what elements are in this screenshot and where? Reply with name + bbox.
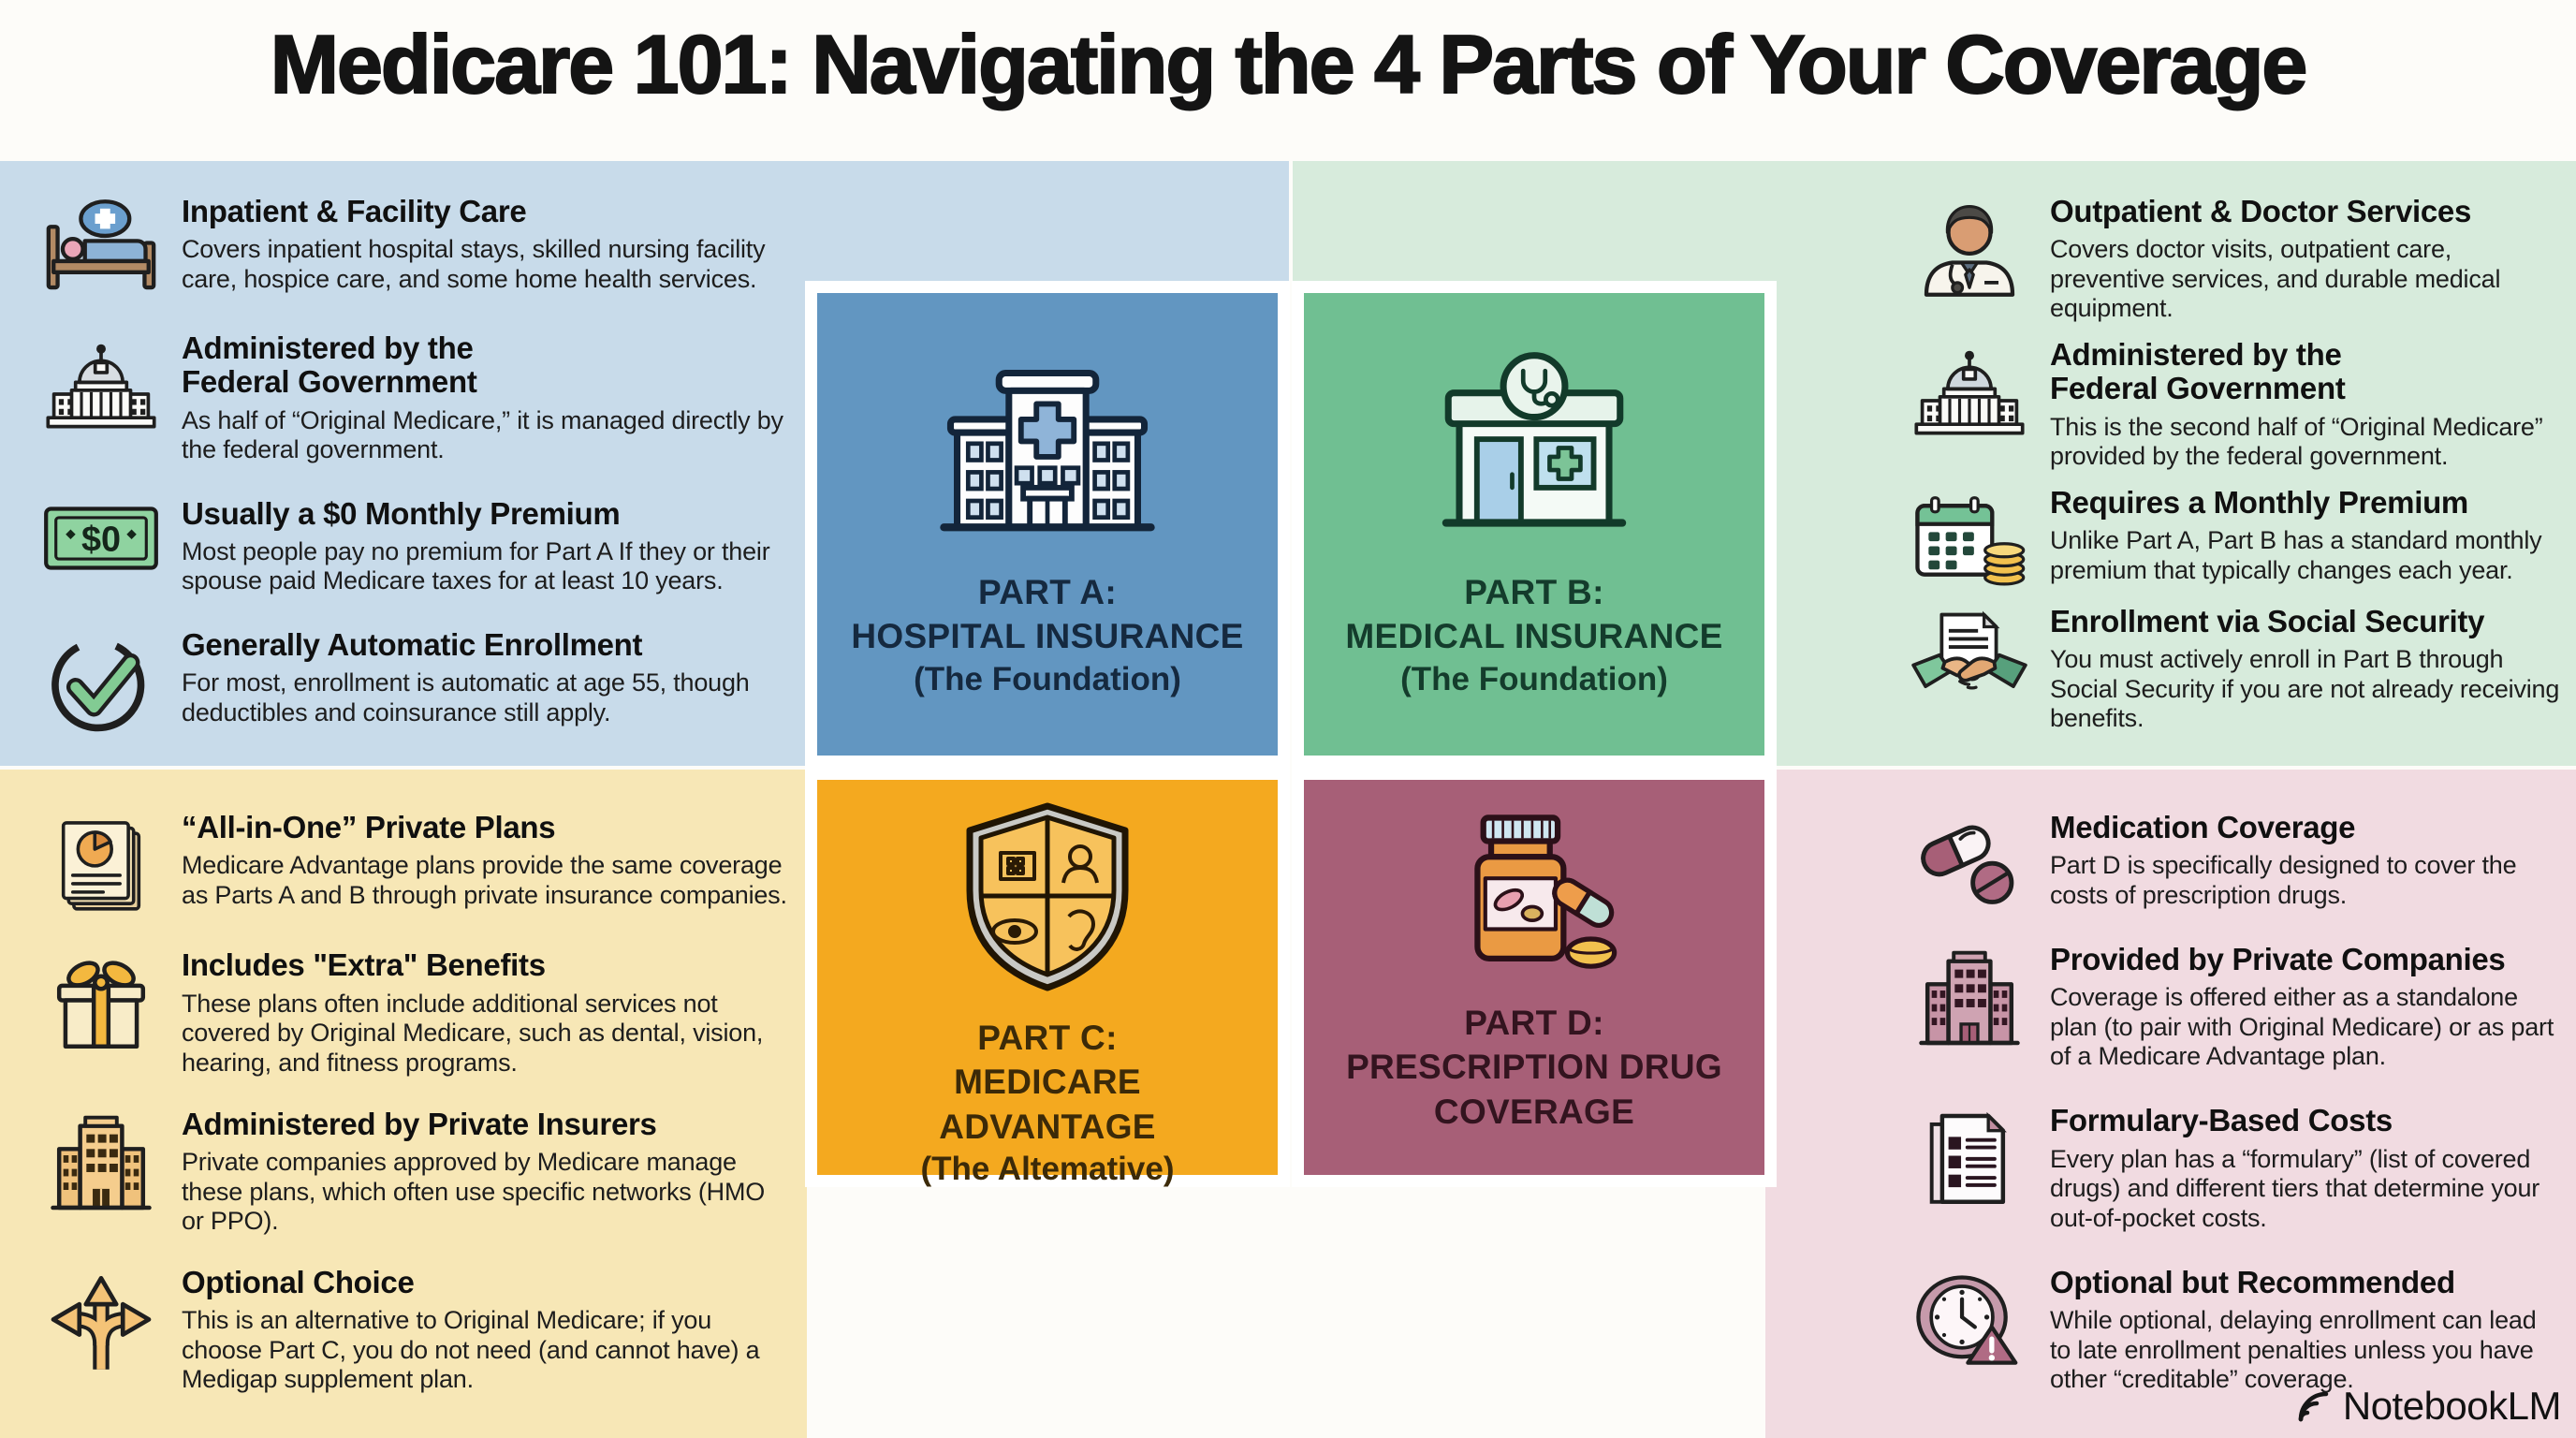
watermark-label: NotebookLM — [2342, 1384, 2562, 1428]
tile-title: PART D:PRESCRIPTION DRUG COVERAGE — [1346, 1004, 1722, 1131]
part-d-tile: PART D:PRESCRIPTION DRUG COVERAGE — [1292, 768, 1777, 1187]
page-title: Medicare 101: Navigating the 4 Parts of … — [270, 17, 2309, 111]
part-c-tile: PART C:MEDICARE ADVANTAGE (The Altemativ… — [805, 768, 1290, 1187]
list-item: Provided by Private Companies Coverage i… — [1889, 941, 2563, 1072]
part-b-info-list: Outpatient & Doctor Services Covers doct… — [1765, 161, 2576, 766]
list-item: Optional Choice This is an alternative t… — [21, 1264, 799, 1395]
item-body: Every plan has a “formulary” (list of co… — [2050, 1144, 2540, 1232]
doctor-icon — [1924, 204, 2015, 297]
check-circle-icon — [51, 638, 145, 732]
part-a-info-list: Inpatient & Facility Care Covers inpatie… — [0, 161, 807, 766]
part-d-info-list: Medication Coverage Part D is specifical… — [1765, 770, 2576, 1438]
zero-dollar-bill-icon: $0 — [44, 506, 158, 570]
item-body: Covers doctor visits, outpatient care, p… — [2050, 235, 2501, 323]
tile-title: PART A:HOSPITAL INSURANCE — [851, 573, 1244, 656]
item-heading: Administered by Private Insurers — [182, 1106, 657, 1141]
handshake-document-icon — [1911, 610, 2027, 690]
clock-warning-icon — [1916, 1275, 2018, 1365]
item-heading: Administered by the Federal Government — [182, 330, 477, 400]
item-heading: Optional Choice — [182, 1264, 415, 1299]
item-heading: Requires a Monthly Premium — [2050, 484, 2468, 520]
list-item: Administered by the Federal Government A… — [21, 330, 799, 465]
list-item: Formulary-Based Costs Every plan has a “… — [1889, 1104, 2563, 1233]
item-body: As half of “Original Medicare,” it is ma… — [182, 405, 783, 464]
list-item: Includes "Extra" Benefits These plans of… — [21, 947, 799, 1078]
list-item: “All-in-One” Private Plans Medicare Adva… — [21, 810, 799, 919]
item-body: These plans often include additional ser… — [182, 989, 764, 1077]
item-body: Unlike Part A, Part B has a standard mon… — [2050, 526, 2542, 584]
tile-title: PART B:MEDICAL INSURANCE — [1345, 573, 1723, 656]
hospital-building-icon — [940, 370, 1155, 532]
list-item: Administered by Private Insurers Private… — [21, 1106, 799, 1237]
benefits-shield-icon — [966, 802, 1129, 991]
item-heading: Medication Coverage — [2050, 810, 2356, 844]
item-heading: Provided by Private Companies — [2050, 941, 2506, 976]
item-body: Coverage is offered either as a standalo… — [2050, 983, 2554, 1071]
list-item: Inpatient & Facility Care Covers inpatie… — [21, 194, 799, 300]
item-body: Private companies approved by Medicare m… — [182, 1147, 766, 1236]
item-body: You must actively enroll in Part B throu… — [2050, 645, 2560, 733]
item-body: While optional, delaying enrollment can … — [2050, 1306, 2537, 1394]
report-pie-icon — [61, 821, 141, 911]
item-heading: Administered by the Federal Government — [2050, 337, 2346, 406]
office-building-icon — [51, 1115, 152, 1210]
tile-subtitle: (The Altemative) — [920, 1151, 1175, 1188]
list-item: Optional but Recommended While optional,… — [1889, 1264, 2563, 1395]
item-heading: Optional but Recommended — [2050, 1264, 2455, 1299]
part-c-info-list: “All-in-One” Private Plans Medicare Adva… — [0, 770, 807, 1438]
notebooklm-watermark: NotebookLM — [2292, 1384, 2562, 1429]
pills-icon — [1921, 825, 2014, 904]
notebooklm-logo-icon — [2298, 1391, 2329, 1422]
gift-box-icon — [56, 961, 146, 1049]
item-heading: Usually a $0 Monthly Premium — [182, 495, 621, 531]
list-item: Generally Automatic Enrollment For most,… — [21, 626, 799, 734]
list-item: Administered by the Federal Government T… — [1889, 338, 2563, 472]
office-building-icon — [1919, 950, 2020, 1046]
item-body: Medicare Advantage plans provide the sam… — [182, 851, 787, 909]
tile-subtitle: (The Foundation) — [1400, 660, 1668, 697]
clinic-storefront-icon — [1442, 352, 1627, 527]
item-heading: Formulary-Based Costs — [2050, 1103, 2393, 1138]
pill-bottle-icon — [1474, 814, 1617, 969]
hospital-bed-icon — [46, 199, 156, 290]
item-body: Covers inpatient hospital stays, skilled… — [182, 235, 766, 293]
item-body: Most people pay no premium for Part A If… — [182, 536, 770, 595]
item-heading: “All-in-One” Private Plans — [182, 810, 556, 844]
formulary-checklist-icon — [1929, 1112, 2007, 1205]
capitol-building-icon — [46, 344, 156, 429]
item-body: This is the second half of “Original Med… — [2050, 412, 2543, 471]
list-item: $0 Usually a $0 Monthly Premium Most peo… — [21, 495, 799, 596]
item-heading: Includes "Extra" Benefits — [182, 947, 546, 983]
list-item: Enrollment via Social Security You must … — [1889, 603, 2563, 734]
item-heading: Outpatient & Doctor Services — [2050, 194, 2472, 228]
tile-title: PART C:MEDICARE ADVANTAGE — [939, 1019, 1156, 1146]
svg-text:$0: $0 — [81, 520, 121, 559]
calendar-coins-icon — [1915, 496, 2026, 586]
tile-subtitle: (The Foundation) — [914, 660, 1181, 697]
item-body: This is an alternative to Original Medic… — [182, 1306, 760, 1394]
item-body: For most, enrollment is automatic at age… — [182, 668, 750, 726]
list-item: Medication Coverage Part D is specifical… — [1889, 810, 2563, 910]
capitol-building-icon — [1914, 350, 2025, 435]
three-way-arrows-icon — [51, 1275, 152, 1370]
item-heading: Generally Automatic Enrollment — [182, 626, 643, 662]
part-d-panel-background — [1765, 770, 2576, 1438]
item-body: Part D is specifically designed to cover… — [2050, 851, 2517, 909]
list-item: Requires a Monthly Premium Unlike Part A… — [1889, 484, 2563, 591]
item-heading: Enrollment via Social Security — [2050, 603, 2485, 638]
list-item: Outpatient & Doctor Services Covers doct… — [1889, 194, 2563, 324]
part-b-tile: PART B:MEDICAL INSURANCE (The Foundation… — [1292, 281, 1777, 768]
item-heading: Inpatient & Facility Care — [182, 194, 527, 228]
part-a-tile: PART A:HOSPITAL INSURANCE (The Foundatio… — [805, 281, 1290, 768]
